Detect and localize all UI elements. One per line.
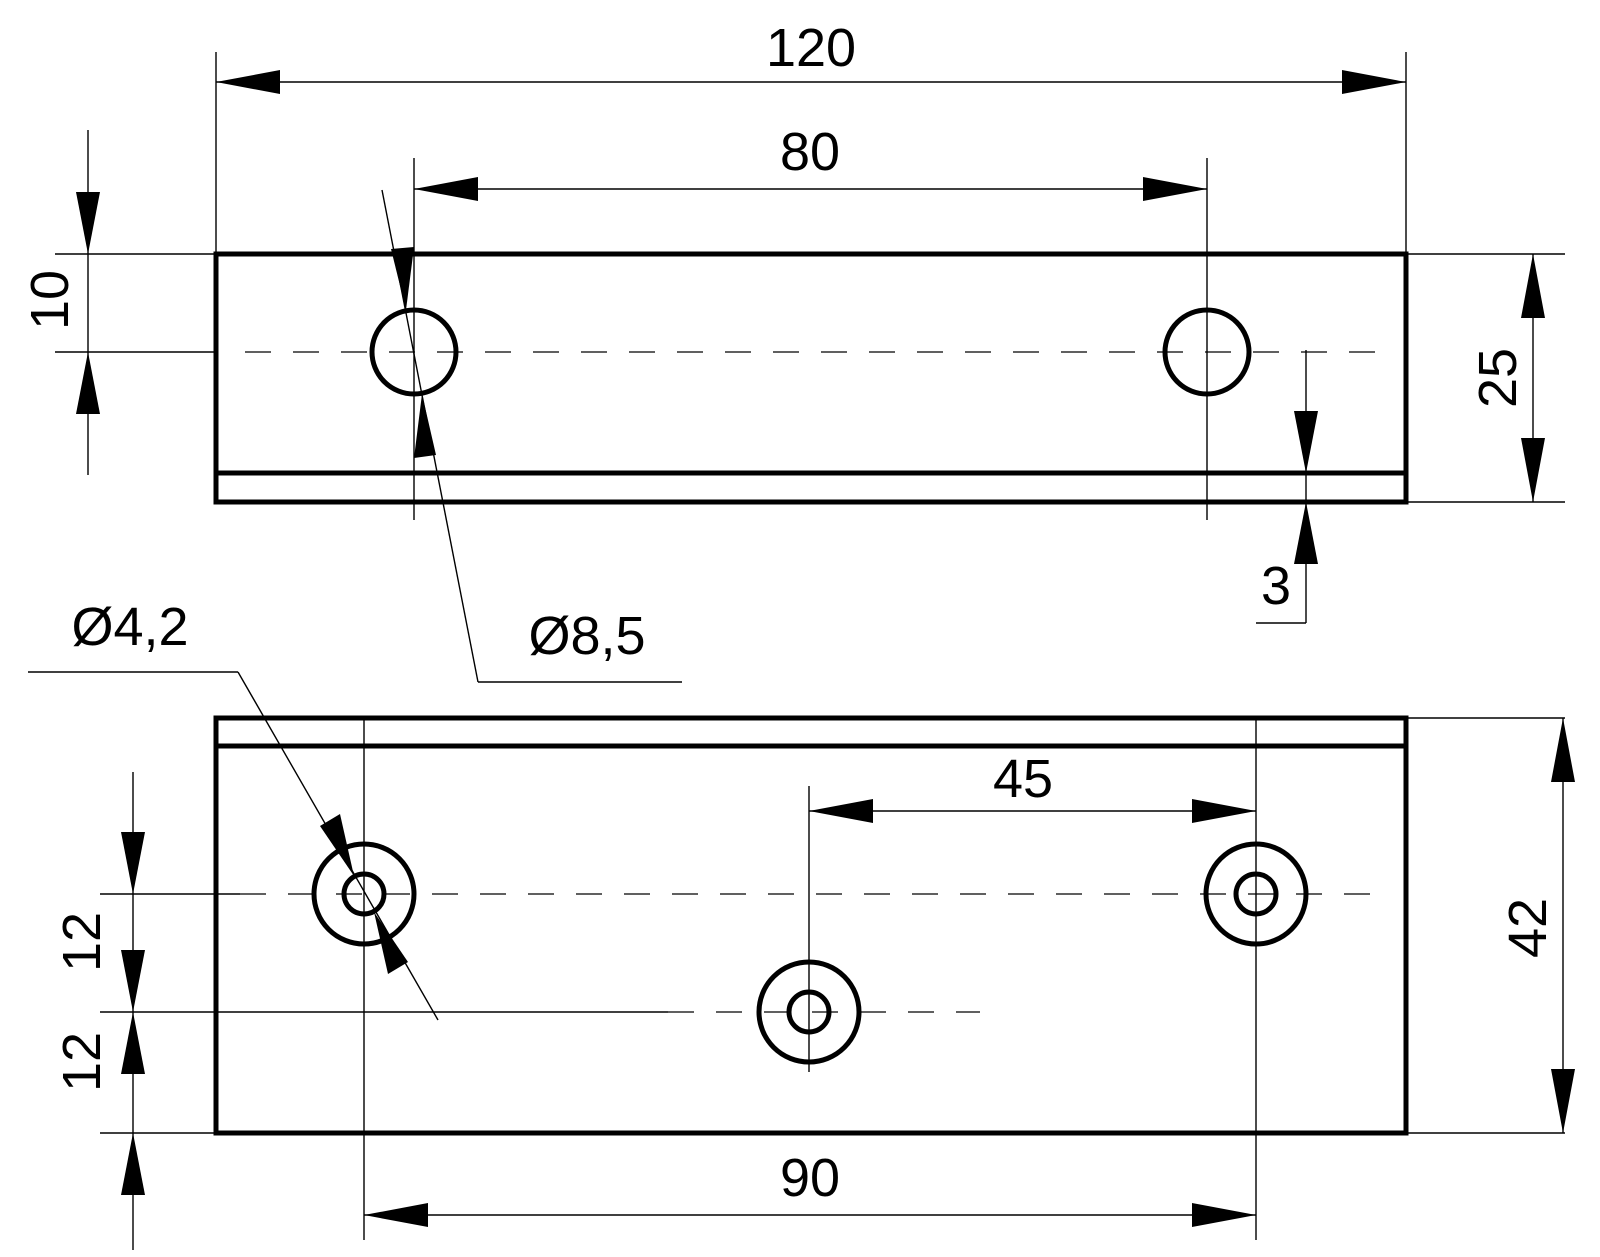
bottom-view: 45 90 42 12 12 Ø4,2 bbox=[28, 597, 1575, 1250]
arrow-120-left bbox=[216, 70, 280, 94]
dim-120-label: 120 bbox=[766, 18, 856, 78]
arrow-12-b-top bbox=[121, 1012, 145, 1074]
arrow-3-top bbox=[1294, 411, 1318, 473]
arrow-10-top bbox=[76, 192, 100, 254]
arrow-4-2-bottom bbox=[374, 912, 408, 974]
arrow-8-5-bottom bbox=[414, 394, 436, 458]
arrow-25-bottom bbox=[1521, 438, 1545, 502]
arrow-42-top bbox=[1551, 718, 1575, 782]
arrow-12-a-top bbox=[121, 832, 145, 894]
arrow-90-right bbox=[1192, 1203, 1256, 1227]
dim-3-label: 3 bbox=[1261, 556, 1291, 616]
arrow-25-top bbox=[1521, 254, 1545, 318]
arrow-120-right bbox=[1342, 70, 1406, 94]
arrow-3-bottom bbox=[1294, 502, 1318, 564]
arrow-8-5-top bbox=[391, 247, 414, 310]
arrow-4-2-top bbox=[320, 814, 354, 876]
dim-90-label: 90 bbox=[780, 1148, 840, 1208]
arrow-10-bottom bbox=[76, 352, 100, 414]
dim-8-5-label: Ø8,5 bbox=[528, 606, 645, 666]
dim-12-upper-label: 12 bbox=[52, 912, 112, 972]
arrow-45-left bbox=[809, 799, 873, 823]
arrow-42-bottom bbox=[1551, 1069, 1575, 1133]
bottom-view-outline bbox=[213, 715, 1409, 1136]
dim-45-label: 45 bbox=[993, 749, 1053, 809]
arrow-80-right bbox=[1143, 177, 1207, 201]
dim-42-label: 42 bbox=[1498, 898, 1558, 958]
dim-12-lower-label: 12 bbox=[52, 1032, 112, 1092]
dim-4-2-label: Ø4,2 bbox=[71, 597, 188, 657]
top-view-outline bbox=[213, 251, 1409, 505]
dim-25-label: 25 bbox=[1468, 348, 1528, 408]
dim-10-label: 10 bbox=[20, 270, 80, 330]
arrow-45-right bbox=[1192, 799, 1256, 823]
top-view: 120 80 10 25 3 Ø8,5 bbox=[20, 18, 1565, 683]
arrow-12-a-bottom bbox=[121, 950, 145, 1012]
dim-80-label: 80 bbox=[780, 122, 840, 182]
arrow-12-b-bottom bbox=[121, 1133, 145, 1195]
arrow-90-left bbox=[364, 1203, 428, 1227]
arrow-80-left bbox=[414, 177, 478, 201]
